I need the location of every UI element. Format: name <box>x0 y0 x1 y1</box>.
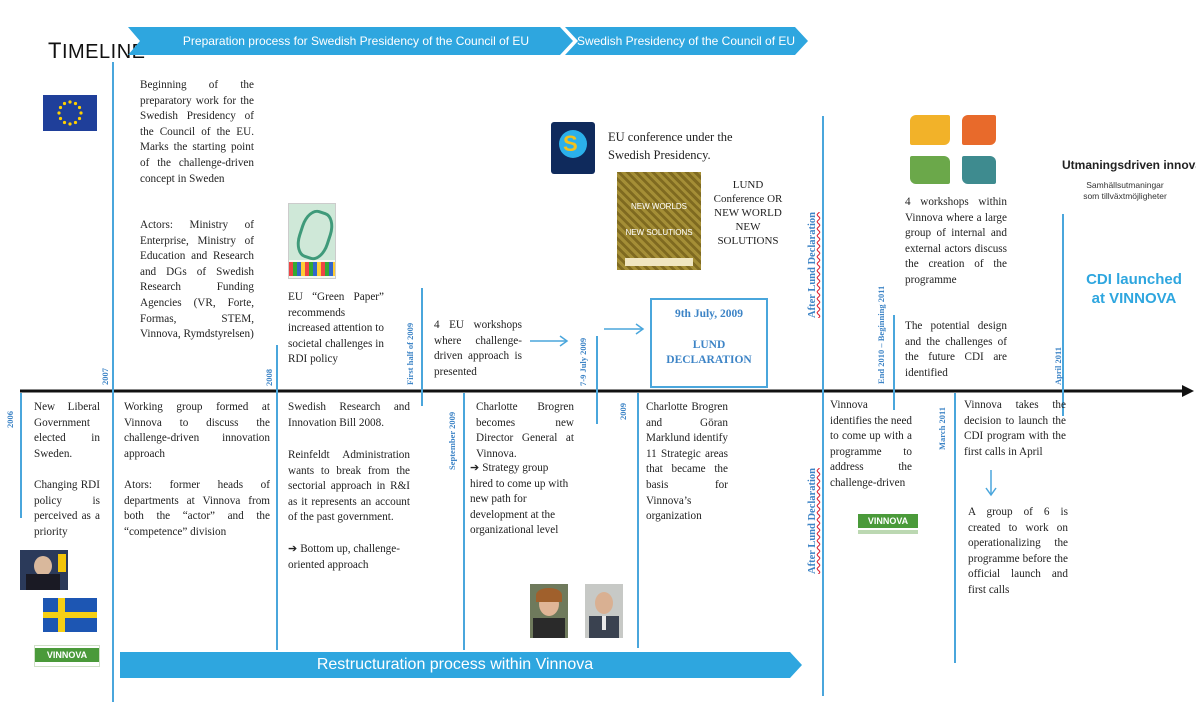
changing-rdi-text: Changing RDI policy is perceived as a pr… <box>34 479 100 538</box>
vline-2007 <box>112 62 114 702</box>
green-paper-text: EU “Green Paper” recommends increased at… <box>288 291 384 366</box>
top-banner-arrows <box>128 27 808 55</box>
date-2008: 2008 <box>264 369 274 386</box>
arrow-down-icon <box>985 470 997 497</box>
date-2006: 2006 <box>5 411 15 428</box>
vline-march-2011 <box>954 393 956 663</box>
eu-star <box>73 101 78 106</box>
sweden-flag-icon <box>43 598 97 632</box>
arrow-right-icon-2 <box>604 323 645 335</box>
eu-star <box>73 120 78 125</box>
presidency-chevron <box>565 27 808 55</box>
prep-chevron <box>128 27 573 55</box>
lund-declaration-box: 9th July, 2009 LUND DECLARATION <box>650 298 768 388</box>
strategy-group-text: Strategy group hired to come up with new… <box>470 461 574 539</box>
restructuration-banner-label: Restructuration process within Vinnova <box>316 656 594 673</box>
workshop-icon-green <box>910 156 950 184</box>
new-worlds-book-cover: NEW WORLDS NEW SOLUTIONS <box>617 172 701 270</box>
date-2007: 2007 <box>100 368 110 385</box>
eu-star <box>57 111 61 115</box>
reinfeldt-text: Reinfeldt Administration wants to break … <box>288 449 410 524</box>
workshop-icon-teal <box>962 156 996 184</box>
date-end-2010: End 2010 – Beginning 2011 <box>876 285 886 384</box>
workshop-icon-orange <box>962 115 996 145</box>
vline-after-lund <box>822 116 824 696</box>
bottom-up-text: Bottom up, challenge-oriented approach <box>288 542 410 573</box>
working-group-text: Working group formed at Vinnova to discu… <box>124 401 270 460</box>
eu-star <box>68 100 72 104</box>
vline-first-half-2009 <box>421 288 423 406</box>
eu-star <box>58 105 63 110</box>
date-april-2011: April 2011 <box>1053 346 1063 385</box>
beginning-text: Beginning of the preparatory work for th… <box>140 79 254 185</box>
eu-star <box>79 111 83 115</box>
vinnova-logo-mid: VINNOVA <box>858 512 918 536</box>
eu-workshops-text: 4 EU workshops where challenge-driven ap… <box>434 319 522 378</box>
prep-banner-label: Preparation process for Swedish Presiden… <box>182 34 530 48</box>
vline-july-2009 <box>596 336 598 424</box>
date-july-2009: 7-9 July 2009 <box>578 337 588 386</box>
charlotte-text: Charlotte Brogren becomes new Director G… <box>476 401 574 460</box>
date-first-half-2009: First half of 2009 <box>405 322 415 385</box>
vline-april-2011 <box>1062 214 1064 416</box>
date-march-2011: March 2011 <box>937 406 947 450</box>
date-2009: 2009 <box>618 403 628 420</box>
timeline-title: TIMELINE <box>48 38 146 63</box>
potential-design-text: The potential design and the challenges … <box>905 320 1007 379</box>
goran-photo <box>585 584 623 638</box>
lund-conference-text: LUND Conference OR NEW WORLD NEW SOLUTIO… <box>713 179 783 247</box>
new-liberal-text: New Liberal Government elected in Sweden… <box>34 401 100 460</box>
date-september-2009: September 2009 <box>447 411 457 470</box>
vline-2006 <box>20 393 22 518</box>
eu-star <box>77 105 82 110</box>
ators-text: Ators: former heads of departments at Vi… <box>124 479 270 538</box>
vline-end-2010 <box>893 315 895 410</box>
eu-conference-text: EU conference under the Swedish Presiden… <box>608 130 733 162</box>
workshops-4-text: 4 workshops within Vinnova where a large… <box>905 196 1007 286</box>
eu-star <box>77 116 82 121</box>
eu-star <box>68 122 72 126</box>
brogren-marklund-text: Charlotte Brogren and Göran Marklund ide… <box>646 401 728 523</box>
green-paper-cover <box>288 203 336 279</box>
date-after-lund-top: After Lund Declaration <box>807 212 818 318</box>
charlotte-photo <box>530 584 568 638</box>
vline-2008 <box>276 345 278 650</box>
presidency-banner-label: Swedish Presidency of the Council of EU <box>576 34 796 48</box>
eu-flag-icon <box>43 95 97 131</box>
vinnova-identifies-text: Vinnova identifies the need to come up w… <box>830 399 913 489</box>
vline-september-2009 <box>463 393 465 650</box>
date-after-lund-bottom: After Lund Declaration <box>807 468 818 574</box>
vinnova-logo-left: VINNOVA <box>34 645 100 667</box>
eu-star <box>58 116 63 121</box>
workshop-icon-yellow <box>910 115 950 145</box>
eu-star <box>62 120 67 125</box>
research-bill-text: Swedish Research and Innovation Bill 200… <box>288 401 410 429</box>
samhall-subheading: Samhällsutmaningar som tillväxtmöjlighet… <box>1083 180 1167 201</box>
politician-photo <box>20 550 68 590</box>
utmaningsdriven-heading: Utmaningsdriven innovati <box>1062 158 1196 172</box>
eu-star <box>62 101 67 106</box>
timeline-axis <box>20 385 1194 397</box>
cdi-launched-text: CDI launched at VINNOVA <box>1086 271 1182 307</box>
arrow-right-icon-1 <box>530 335 569 347</box>
group-of-6-text: A group of 6 is created to work on opera… <box>968 506 1068 596</box>
swedish-presidency-logo: S <box>551 122 595 174</box>
vline-2009 <box>637 393 639 648</box>
vinnova-decision-text: Vinnova takes the decision to launch the… <box>964 399 1066 458</box>
actors-text: Actors: Ministry of Enterprise, Ministry… <box>140 219 254 341</box>
bottom-banner-arrow <box>120 652 802 678</box>
